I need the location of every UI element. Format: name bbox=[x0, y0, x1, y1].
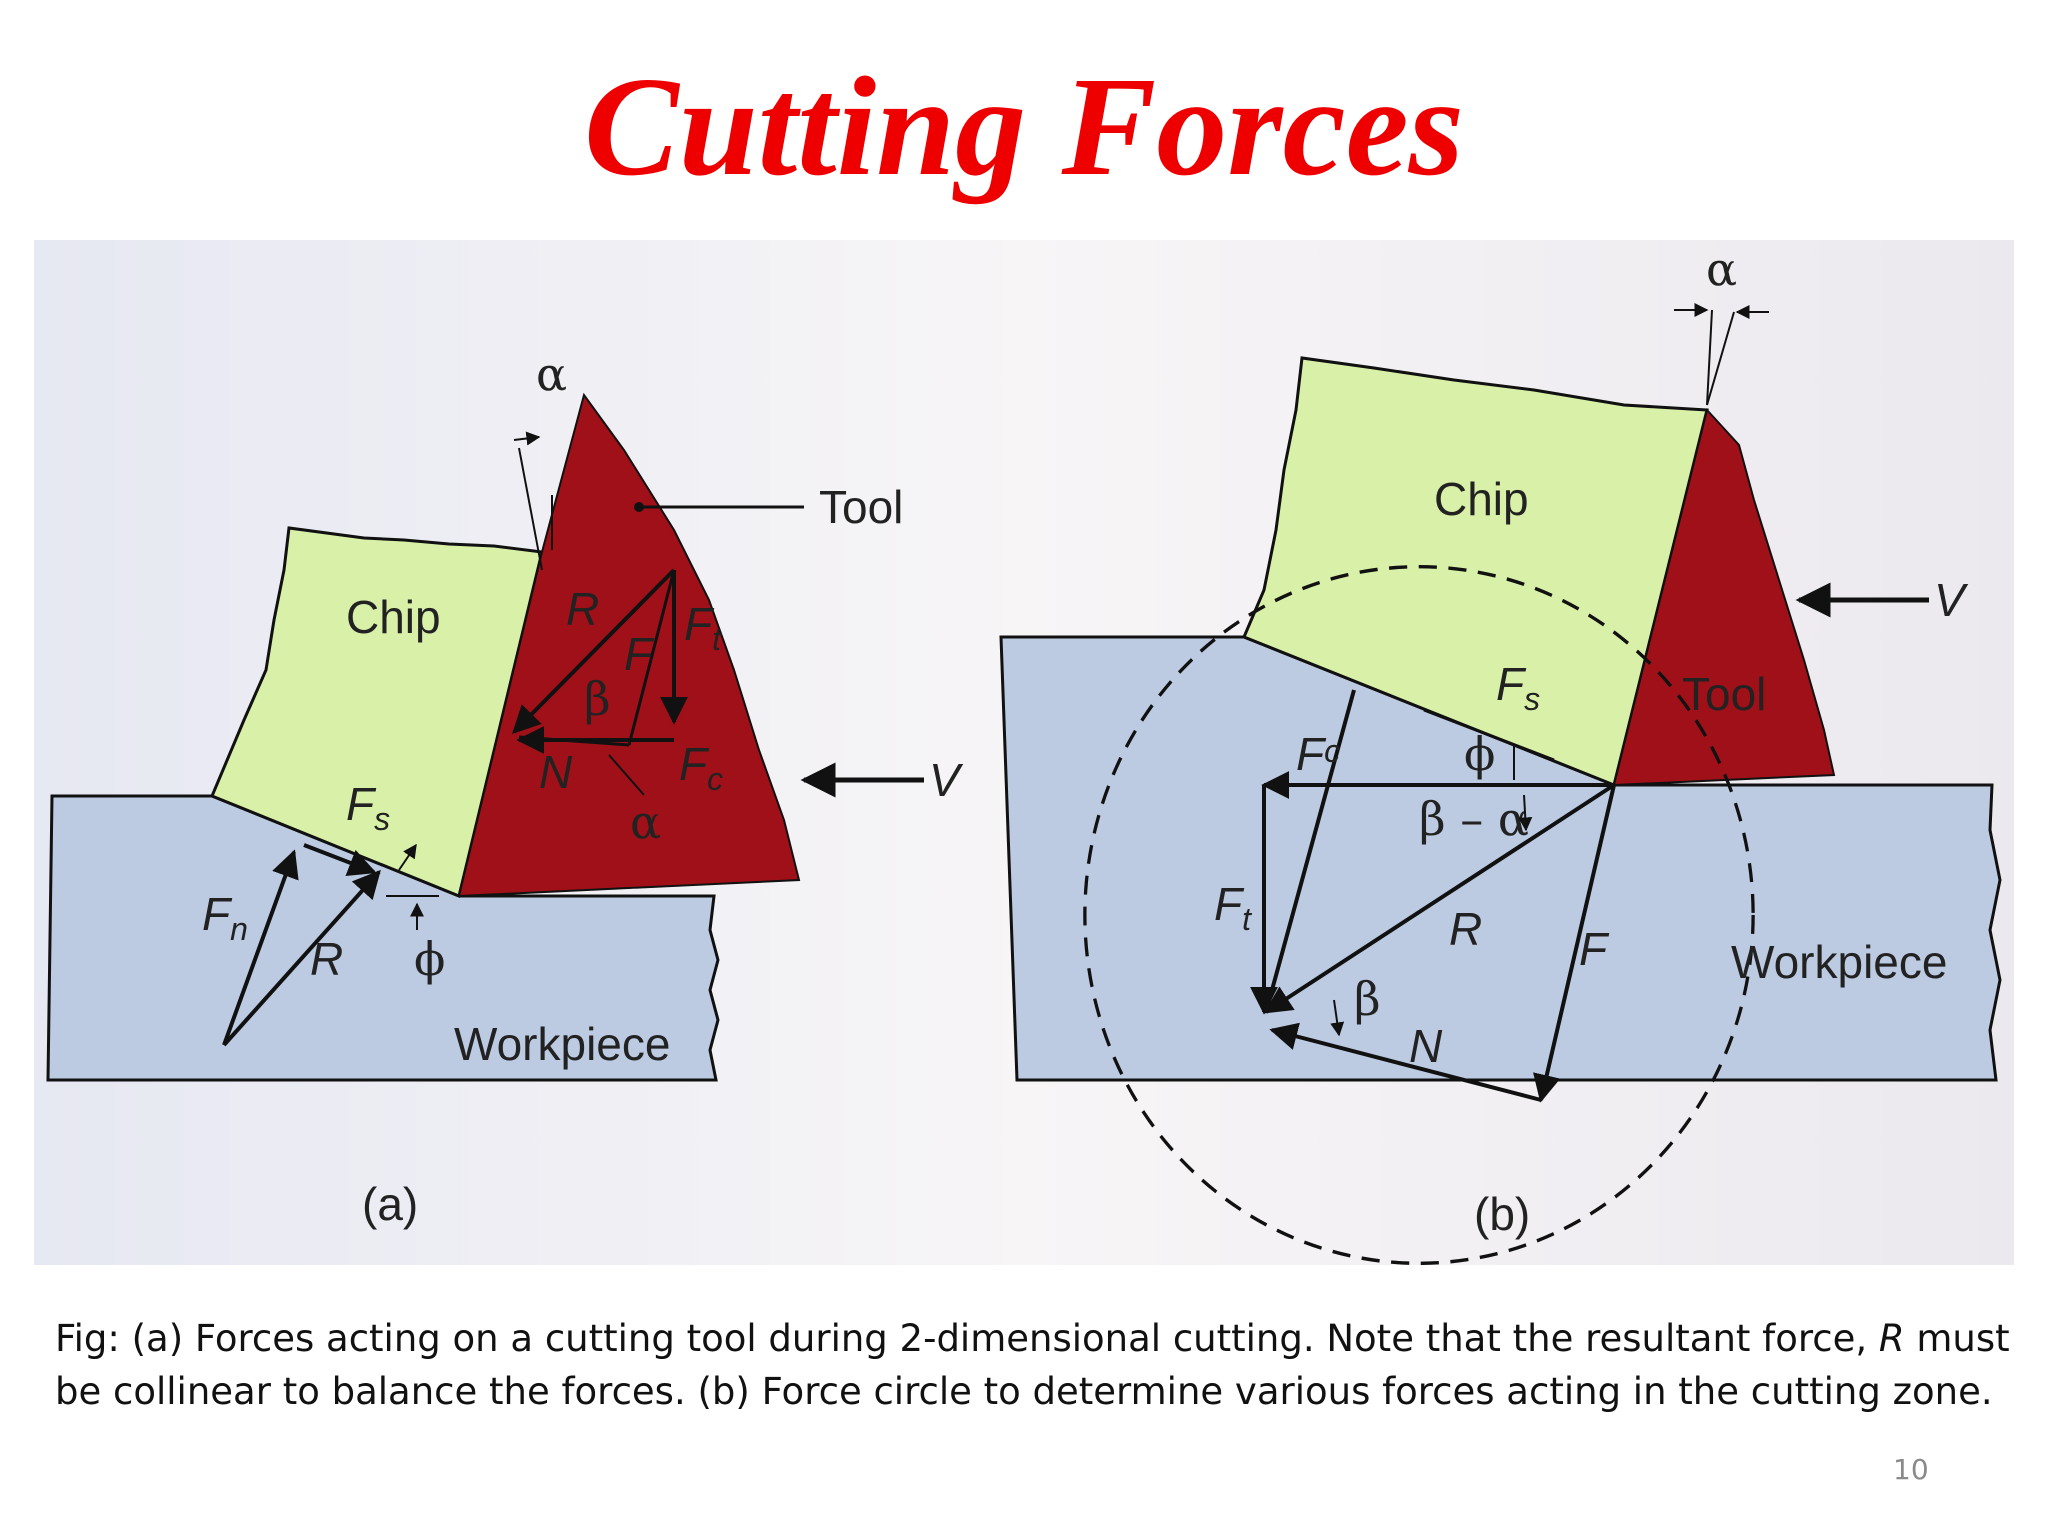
F-vector-a bbox=[627, 569, 676, 746]
R-vector-a bbox=[512, 568, 676, 734]
beta-label-a: β bbox=[584, 672, 611, 726]
Fc-label-a: Fc bbox=[679, 738, 723, 797]
tool-label-b: Tool bbox=[1682, 668, 1766, 720]
R-label-a-lower: R bbox=[310, 933, 343, 985]
V-label-a: V bbox=[929, 754, 964, 806]
F-label-a: F bbox=[624, 628, 655, 680]
caption-part1: Fig: (a) Forces acting on a cutting tool… bbox=[55, 1317, 1879, 1360]
tool-label-a: Tool bbox=[819, 481, 903, 533]
chip-label-b: Chip bbox=[1434, 473, 1529, 525]
workpiece-label-b: Workpiece bbox=[1731, 936, 1947, 988]
N-label-b: N bbox=[1409, 1020, 1443, 1072]
panel-b: α Chip Tool V Fs Fc ϕ β – α Ft R F β bbox=[999, 242, 2002, 1265]
R-label-a: R bbox=[566, 583, 599, 635]
beta-label-b: β bbox=[1354, 972, 1381, 1026]
cutting-forces-figure: α Tool R F Ft β Fc N α V Chip Fs bbox=[34, 240, 2014, 1265]
beta-minus-alpha-label-b: β – α bbox=[1419, 792, 1529, 846]
phi-label-b: ϕ bbox=[1464, 727, 1495, 781]
F-vector-b bbox=[1533, 784, 1616, 1103]
R-label-b: R bbox=[1449, 903, 1482, 955]
alpha-label-b: α bbox=[1706, 242, 1737, 296]
Fn-vector-a bbox=[222, 849, 299, 1046]
R-vector-a-lower bbox=[222, 869, 381, 1047]
chip-label-a: Chip bbox=[346, 591, 441, 643]
phi-label-a: ϕ bbox=[414, 932, 445, 986]
Fn-label-a: Fn bbox=[202, 888, 248, 947]
tool-b bbox=[1612, 407, 1836, 787]
panel-label-b: (b) bbox=[1474, 1188, 1530, 1240]
force-circle bbox=[1083, 565, 1755, 1265]
tool-a bbox=[457, 392, 801, 898]
R-vector-b bbox=[1263, 783, 1616, 1014]
alpha-label-a: α bbox=[536, 347, 567, 401]
V-label-b: V bbox=[1934, 574, 1969, 626]
slide-title: Cutting Forces bbox=[584, 47, 1464, 205]
alpha-label-a-lower: α bbox=[630, 795, 661, 849]
N-label-a: N bbox=[539, 746, 573, 798]
figure-caption: Fig: (a) Forces acting on a cutting tool… bbox=[55, 1312, 2015, 1418]
Ft-label-b: Ft bbox=[1214, 878, 1252, 937]
caption-part2: must be collinear to balance the forces.… bbox=[55, 1317, 2010, 1413]
caption-r-symbol: R bbox=[1878, 1317, 1905, 1360]
panel-label-a: (a) bbox=[362, 1178, 418, 1230]
N-vector-b bbox=[1269, 1022, 1542, 1102]
Fs-label-b: Fs bbox=[1496, 658, 1540, 717]
F-label-b: F bbox=[1579, 923, 1610, 975]
page-number: 10 bbox=[1893, 1453, 1929, 1486]
Ft-label-a: Ft bbox=[684, 598, 722, 657]
Fs-label-a: Fs bbox=[346, 778, 390, 837]
Fc-label-b: Fc bbox=[1296, 728, 1340, 780]
N-vector-a bbox=[518, 735, 630, 747]
Fs-chord-b bbox=[1264, 689, 1356, 1013]
panel-a: α Tool R F Ft β Fc N α V Chip Fs bbox=[46, 347, 964, 1230]
workpiece-label-a: Workpiece bbox=[454, 1018, 670, 1070]
